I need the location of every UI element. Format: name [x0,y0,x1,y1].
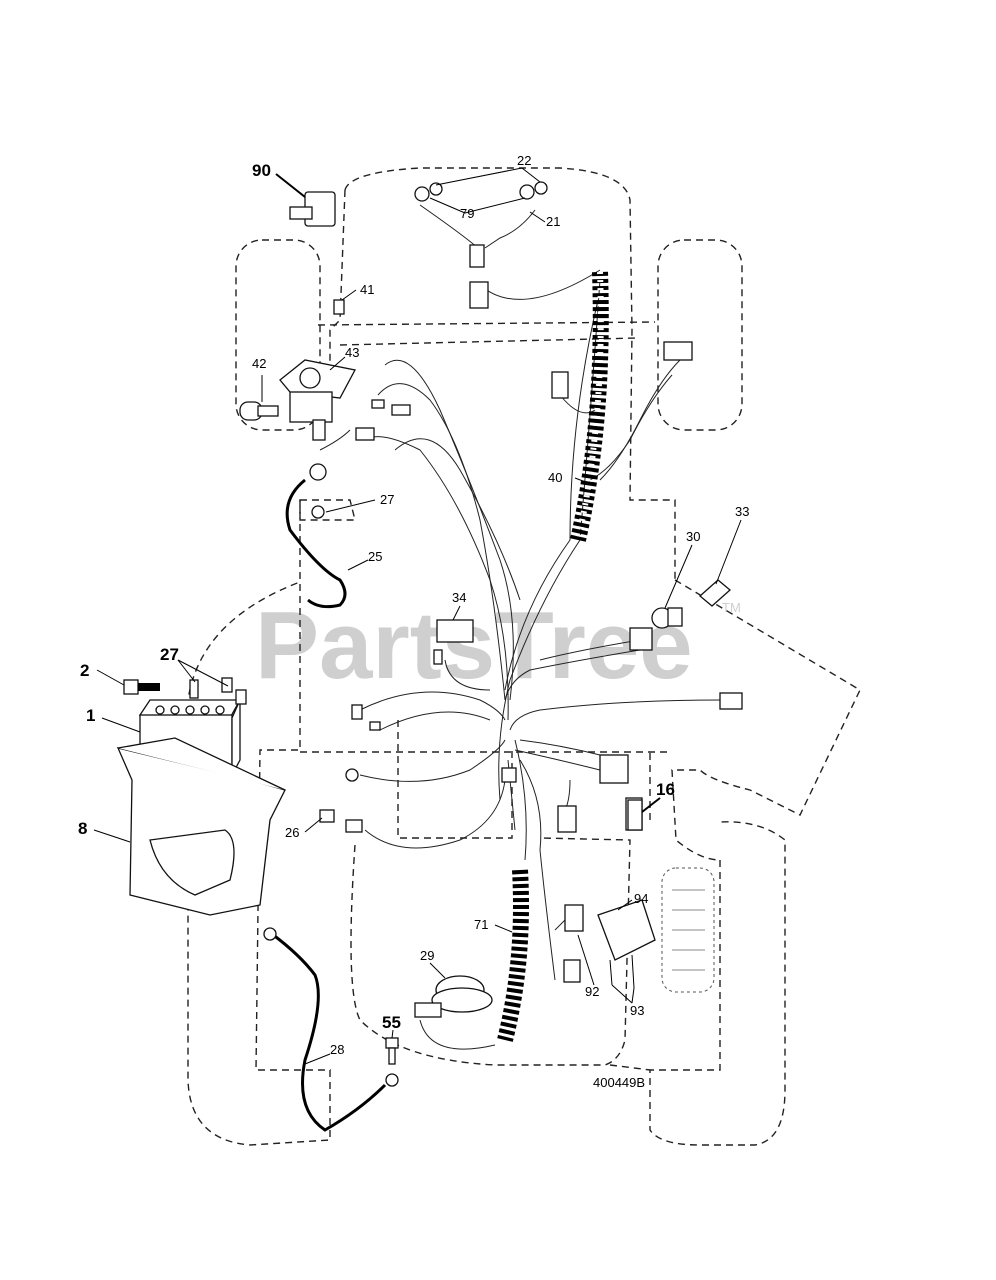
callout-22: 22 [517,153,531,168]
battery-cable-28 [271,932,387,1132]
floor-plate [661,867,715,993]
callout-93: 93 [630,1003,644,1018]
callout-2: 2 [80,661,89,680]
callout-40: 40 [548,470,562,485]
battery-tray [116,737,286,916]
harness-conduit [570,271,609,542]
callout-leaders [93,167,742,1065]
callout-33: 33 [735,504,749,519]
callout-16: 16 [656,780,675,799]
headlight-assembly [414,181,548,309]
callout-25: 25 [368,549,382,564]
callout-43: 43 [345,345,359,360]
callout-55: 55 [382,1013,401,1032]
callout-labels: 22 79 21 90 41 43 42 40 27 25 33 30 34 2… [78,153,749,1057]
drawing-number: 400449B [593,1075,645,1090]
wiring-harness [319,204,723,1050]
callout-27a: 27 [380,492,394,507]
callout-28: 28 [330,1042,344,1057]
callout-1: 1 [86,706,95,725]
callout-26: 26 [285,825,299,840]
battery-bolt [123,679,160,695]
callout-71: 71 [474,917,488,932]
callout-41: 41 [360,282,374,297]
cable-28-eyelet-top [263,927,277,941]
callout-34: 34 [452,590,466,605]
watermark-text: PartsTree [255,592,693,699]
callout-27b: 27 [160,645,179,664]
callout-79: 79 [460,206,474,221]
solenoid [239,299,356,519]
callout-42: 42 [252,356,266,371]
callout-29: 29 [420,948,434,963]
tractor-outline [187,167,861,1146]
callout-8: 8 [78,819,87,838]
seat-switch [414,975,493,1018]
callout-21: 21 [546,214,560,229]
callout-90: 90 [252,161,271,180]
bolt-55 [385,1037,399,1065]
callout-94: 94 [634,891,648,906]
key-switch [289,191,336,227]
fuse-holder [319,809,363,833]
watermark: PartsTree TM [255,592,741,699]
battery-cable-25 [285,478,347,609]
cable-28-eyelet-bottom [385,1073,399,1087]
callout-30: 30 [686,529,700,544]
switches [436,579,731,643]
ring-terminal [345,768,359,782]
pto-module [563,899,656,989]
conduit-71 [497,869,529,1042]
relay-16 [627,799,643,831]
callout-92: 92 [585,984,599,999]
harness-connectors [351,341,743,833]
